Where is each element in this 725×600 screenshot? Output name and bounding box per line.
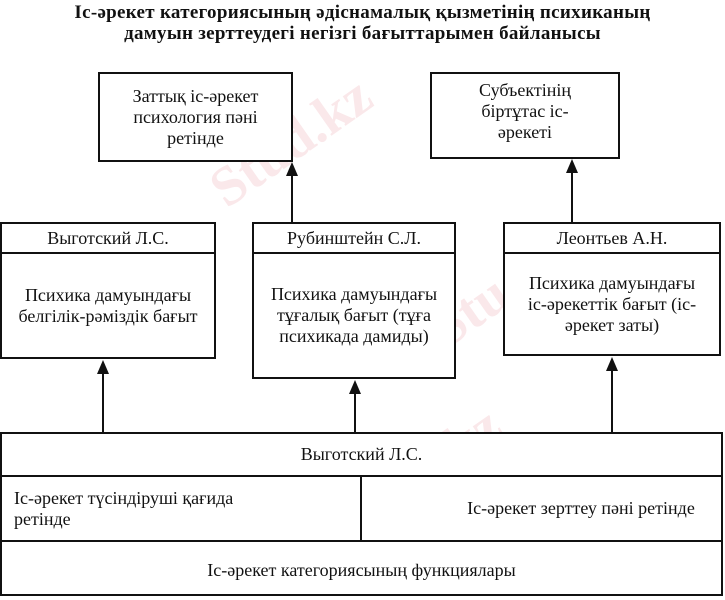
right-cell: Іс-әрекет зерттеу пәні ретінде — [362, 477, 721, 540]
right-cell-text: Іс-әрекет зерттеу пәні ретінде — [467, 498, 695, 518]
title-line-1: Іс-әрекет категориясының әдіснамалық қыз… — [74, 2, 651, 23]
table-header: Выготский Л.С. — [2, 434, 721, 477]
footer-text: Іс-әрекет категориясының функциялары — [207, 559, 516, 580]
connector-line — [611, 367, 613, 433]
top-box-object-activity: Заттық іс-әрекет психология пәні ретінде — [98, 72, 293, 162]
connector-line — [571, 170, 573, 222]
direction-text: Психика дамуындағы іс-әрекеттік бағыт (і… — [527, 272, 697, 335]
arrow-head-icon — [566, 159, 578, 173]
connector-line — [102, 370, 104, 433]
arrow-head-icon — [97, 360, 109, 374]
middle-box-vygotsky: Выготский Л.С. Психика дамуындағы белгіл… — [0, 222, 216, 359]
top-box-subject-activity: Субъектінің біртұтас іс-әрекеті — [430, 72, 620, 159]
middle-box-leontiev: Леонтьев А.Н. Психика дамуындағы іс-әрек… — [503, 222, 721, 356]
arrow-head-icon — [286, 162, 298, 176]
direction-text: Психика дамуындағы белгілік-рәміздік бағ… — [18, 284, 198, 326]
left-cell: Іс-әрекет түсіндіруші қағида ретінде — [2, 477, 362, 540]
connector-line — [354, 390, 356, 433]
title-line-2: дамуын зерттеудегі негізгі бағыттарымен … — [124, 23, 601, 44]
top-box-text: Субъектінің біртұтас іс-әрекеті — [479, 80, 571, 142]
header-text: Выготский Л.С. — [300, 444, 423, 464]
top-box-text: Заттық іс-әрекет психология пәні ретінде — [132, 85, 259, 148]
arrow-head-icon — [606, 357, 618, 371]
author-label: Выготский Л.С. — [2, 224, 214, 254]
left-cell-text: Іс-әрекет түсіндіруші қағида ретінде — [14, 487, 234, 529]
author-label: Леонтьев А.Н. — [505, 224, 719, 254]
table-middle-row: Іс-әрекет түсіндіруші қағида ретінде Іс-… — [2, 477, 721, 542]
arrow-head-icon — [349, 380, 361, 394]
middle-box-rubinstein: Рубинштейн С.Л. Психика дамуындағы тұғал… — [252, 222, 456, 379]
author-label: Рубинштейн С.Л. — [254, 224, 454, 254]
diagram-title: Іс-әрекет категориясының әдіснамалық қыз… — [0, 2, 725, 44]
table-footer: Іс-әрекет категориясының функциялары — [2, 544, 721, 596]
bottom-table: Выготский Л.С. Іс-әрекет түсіндіруші қағ… — [0, 432, 723, 596]
connector-line — [291, 172, 293, 222]
direction-text: Психика дамуындағы тұғалық бағыт (тұға п… — [270, 284, 438, 346]
